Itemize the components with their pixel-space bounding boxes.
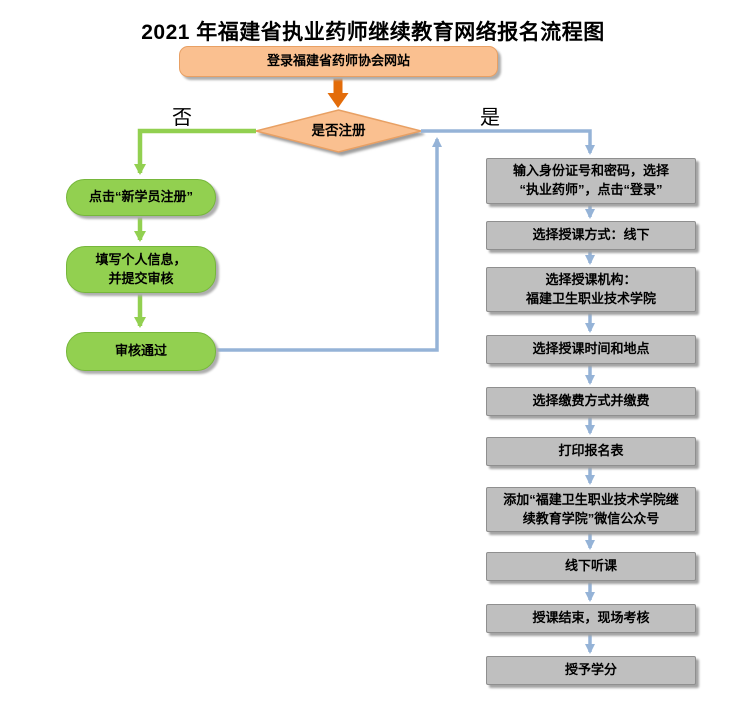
left-step-fill-info: 填写个人信息， 并提交审核 <box>66 246 216 293</box>
right-step-assessment: 授课结束，现场考核 <box>486 604 696 633</box>
start-node: 登录福建省药师协会网站 <box>179 46 498 77</box>
start-to-decision-arrow <box>327 77 349 108</box>
decision-diamond <box>255 109 422 153</box>
left-step-approved: 审核通过 <box>66 332 216 371</box>
yes-branch-label: 是 <box>480 107 500 129</box>
right-step-method: 选择授课方式：线下 <box>486 221 696 250</box>
right-step-institution: 选择授课机构： 福建卫生职业技术学院 <box>486 267 696 312</box>
decision-node-label: 是否注册 <box>311 123 366 139</box>
page-title: 2021 年福建省执业药师继续教育网络报名流程图 <box>141 21 605 44</box>
yes-branch-connector <box>421 129 595 155</box>
right-step-login: 输入身份证号和密码，选择 “执业药师”，点击“登录” <box>486 158 696 204</box>
right-step-print-form: 打印报名表 <box>486 437 696 466</box>
right-step-credits: 授予学分 <box>486 656 696 685</box>
right-step-payment: 选择缴费方式并缴费 <box>486 387 696 416</box>
right-step-wechat: 添加“福建卫生职业技术学院继 续教育学院”微信公众号 <box>486 487 696 532</box>
right-step-time-place: 选择授课时间和地点 <box>486 335 696 364</box>
left-step-register: 点击“新学员注册” <box>66 179 216 216</box>
merge-connector <box>215 137 442 352</box>
right-step-attend: 线下听课 <box>486 552 696 581</box>
no-branch-connector <box>134 128 256 175</box>
no-branch-label: 否 <box>172 107 192 129</box>
